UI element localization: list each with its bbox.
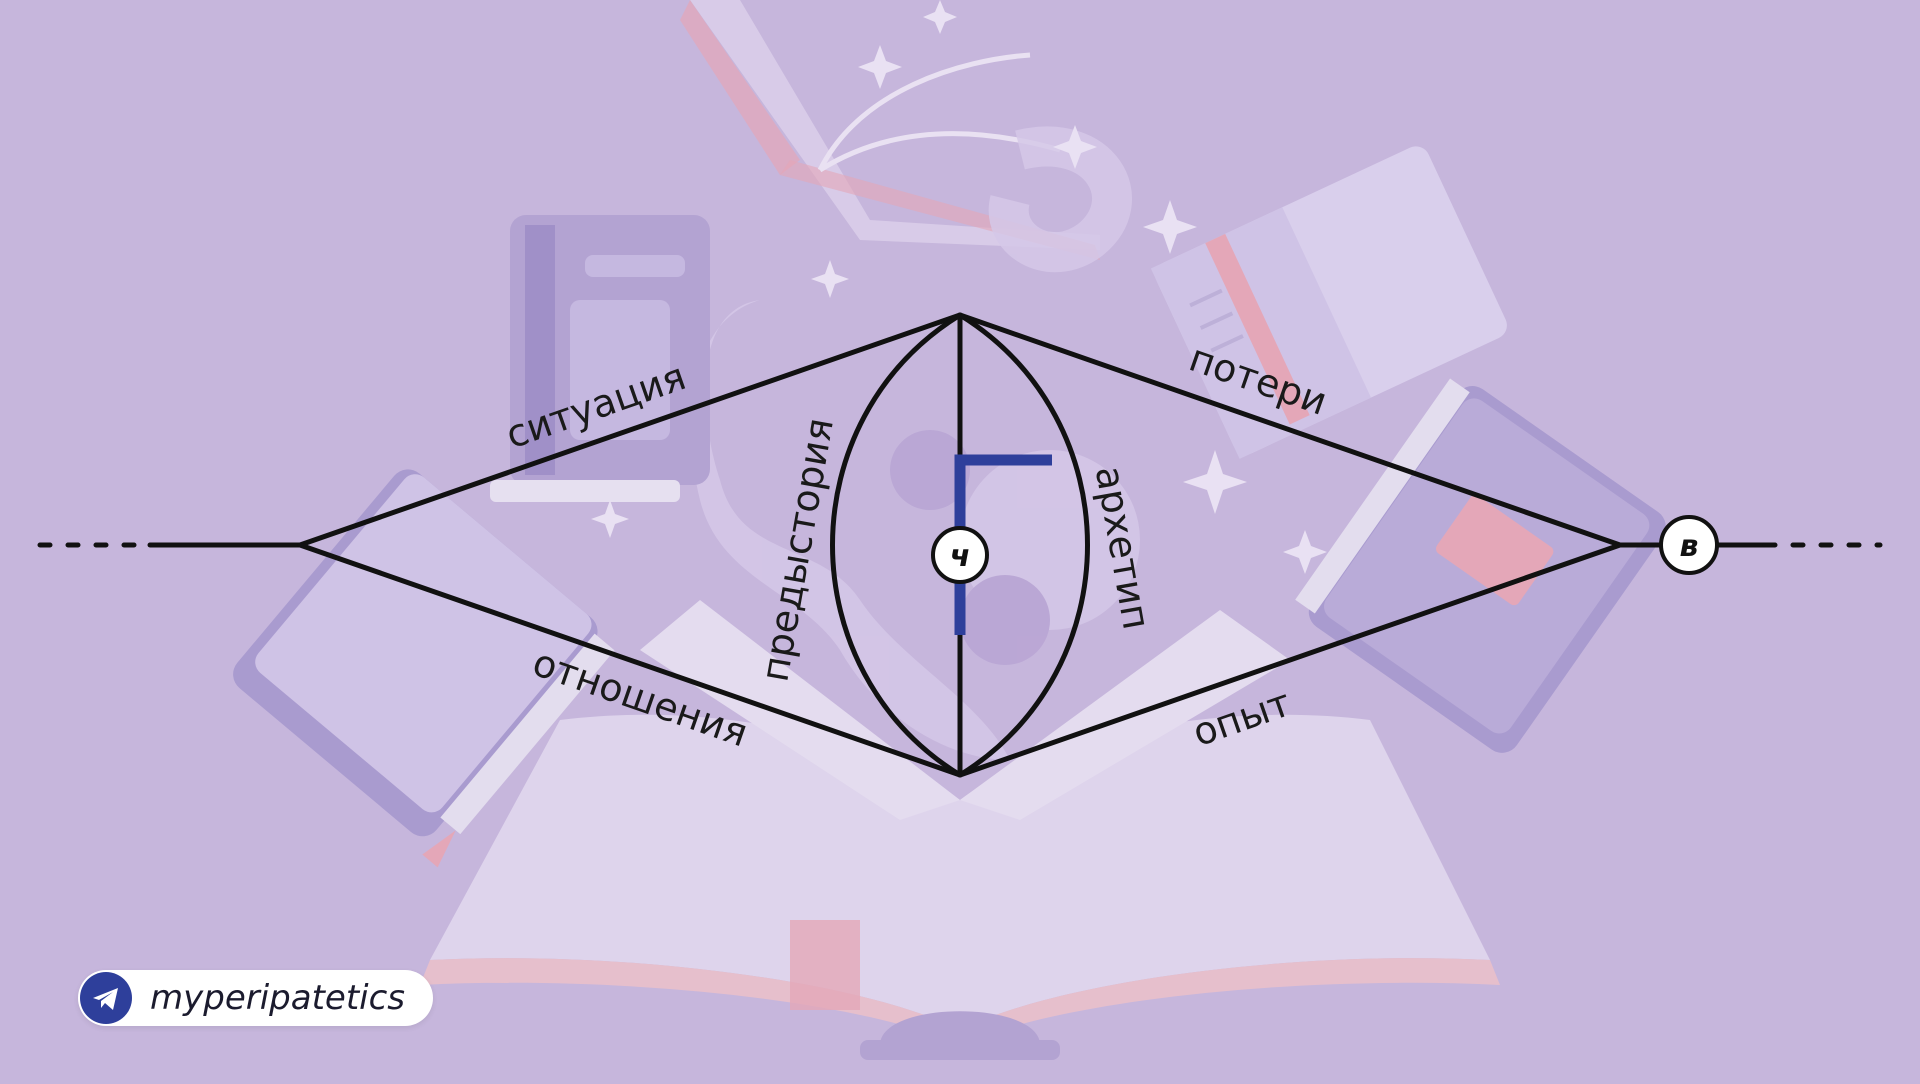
node-center: ч xyxy=(931,526,989,584)
book-left-lying xyxy=(233,469,615,868)
left-arc xyxy=(830,312,963,778)
telegram-icon xyxy=(80,972,132,1024)
node-right-label: в xyxy=(1680,529,1699,564)
background-illustration xyxy=(233,0,1666,1060)
open-book-bottom xyxy=(420,600,1500,1060)
diagram-lines xyxy=(37,312,1883,778)
right-arc xyxy=(957,312,1090,778)
telegram-badge[interactable]: myperipatetics xyxy=(78,970,433,1026)
edge-bottom-left xyxy=(297,542,963,778)
accent-bracket-top xyxy=(954,454,1052,555)
edge-top-right xyxy=(957,312,1623,548)
node-center-label: ч xyxy=(950,539,971,574)
book-right-open xyxy=(1150,146,1507,459)
book-right-lying xyxy=(1295,378,1666,753)
edge-bottom-right xyxy=(957,542,1623,778)
node-right: в xyxy=(1659,515,1719,575)
edge-top-left xyxy=(297,312,963,548)
telegram-handle: myperipatetics xyxy=(150,978,406,1018)
sparkles xyxy=(591,0,1327,574)
